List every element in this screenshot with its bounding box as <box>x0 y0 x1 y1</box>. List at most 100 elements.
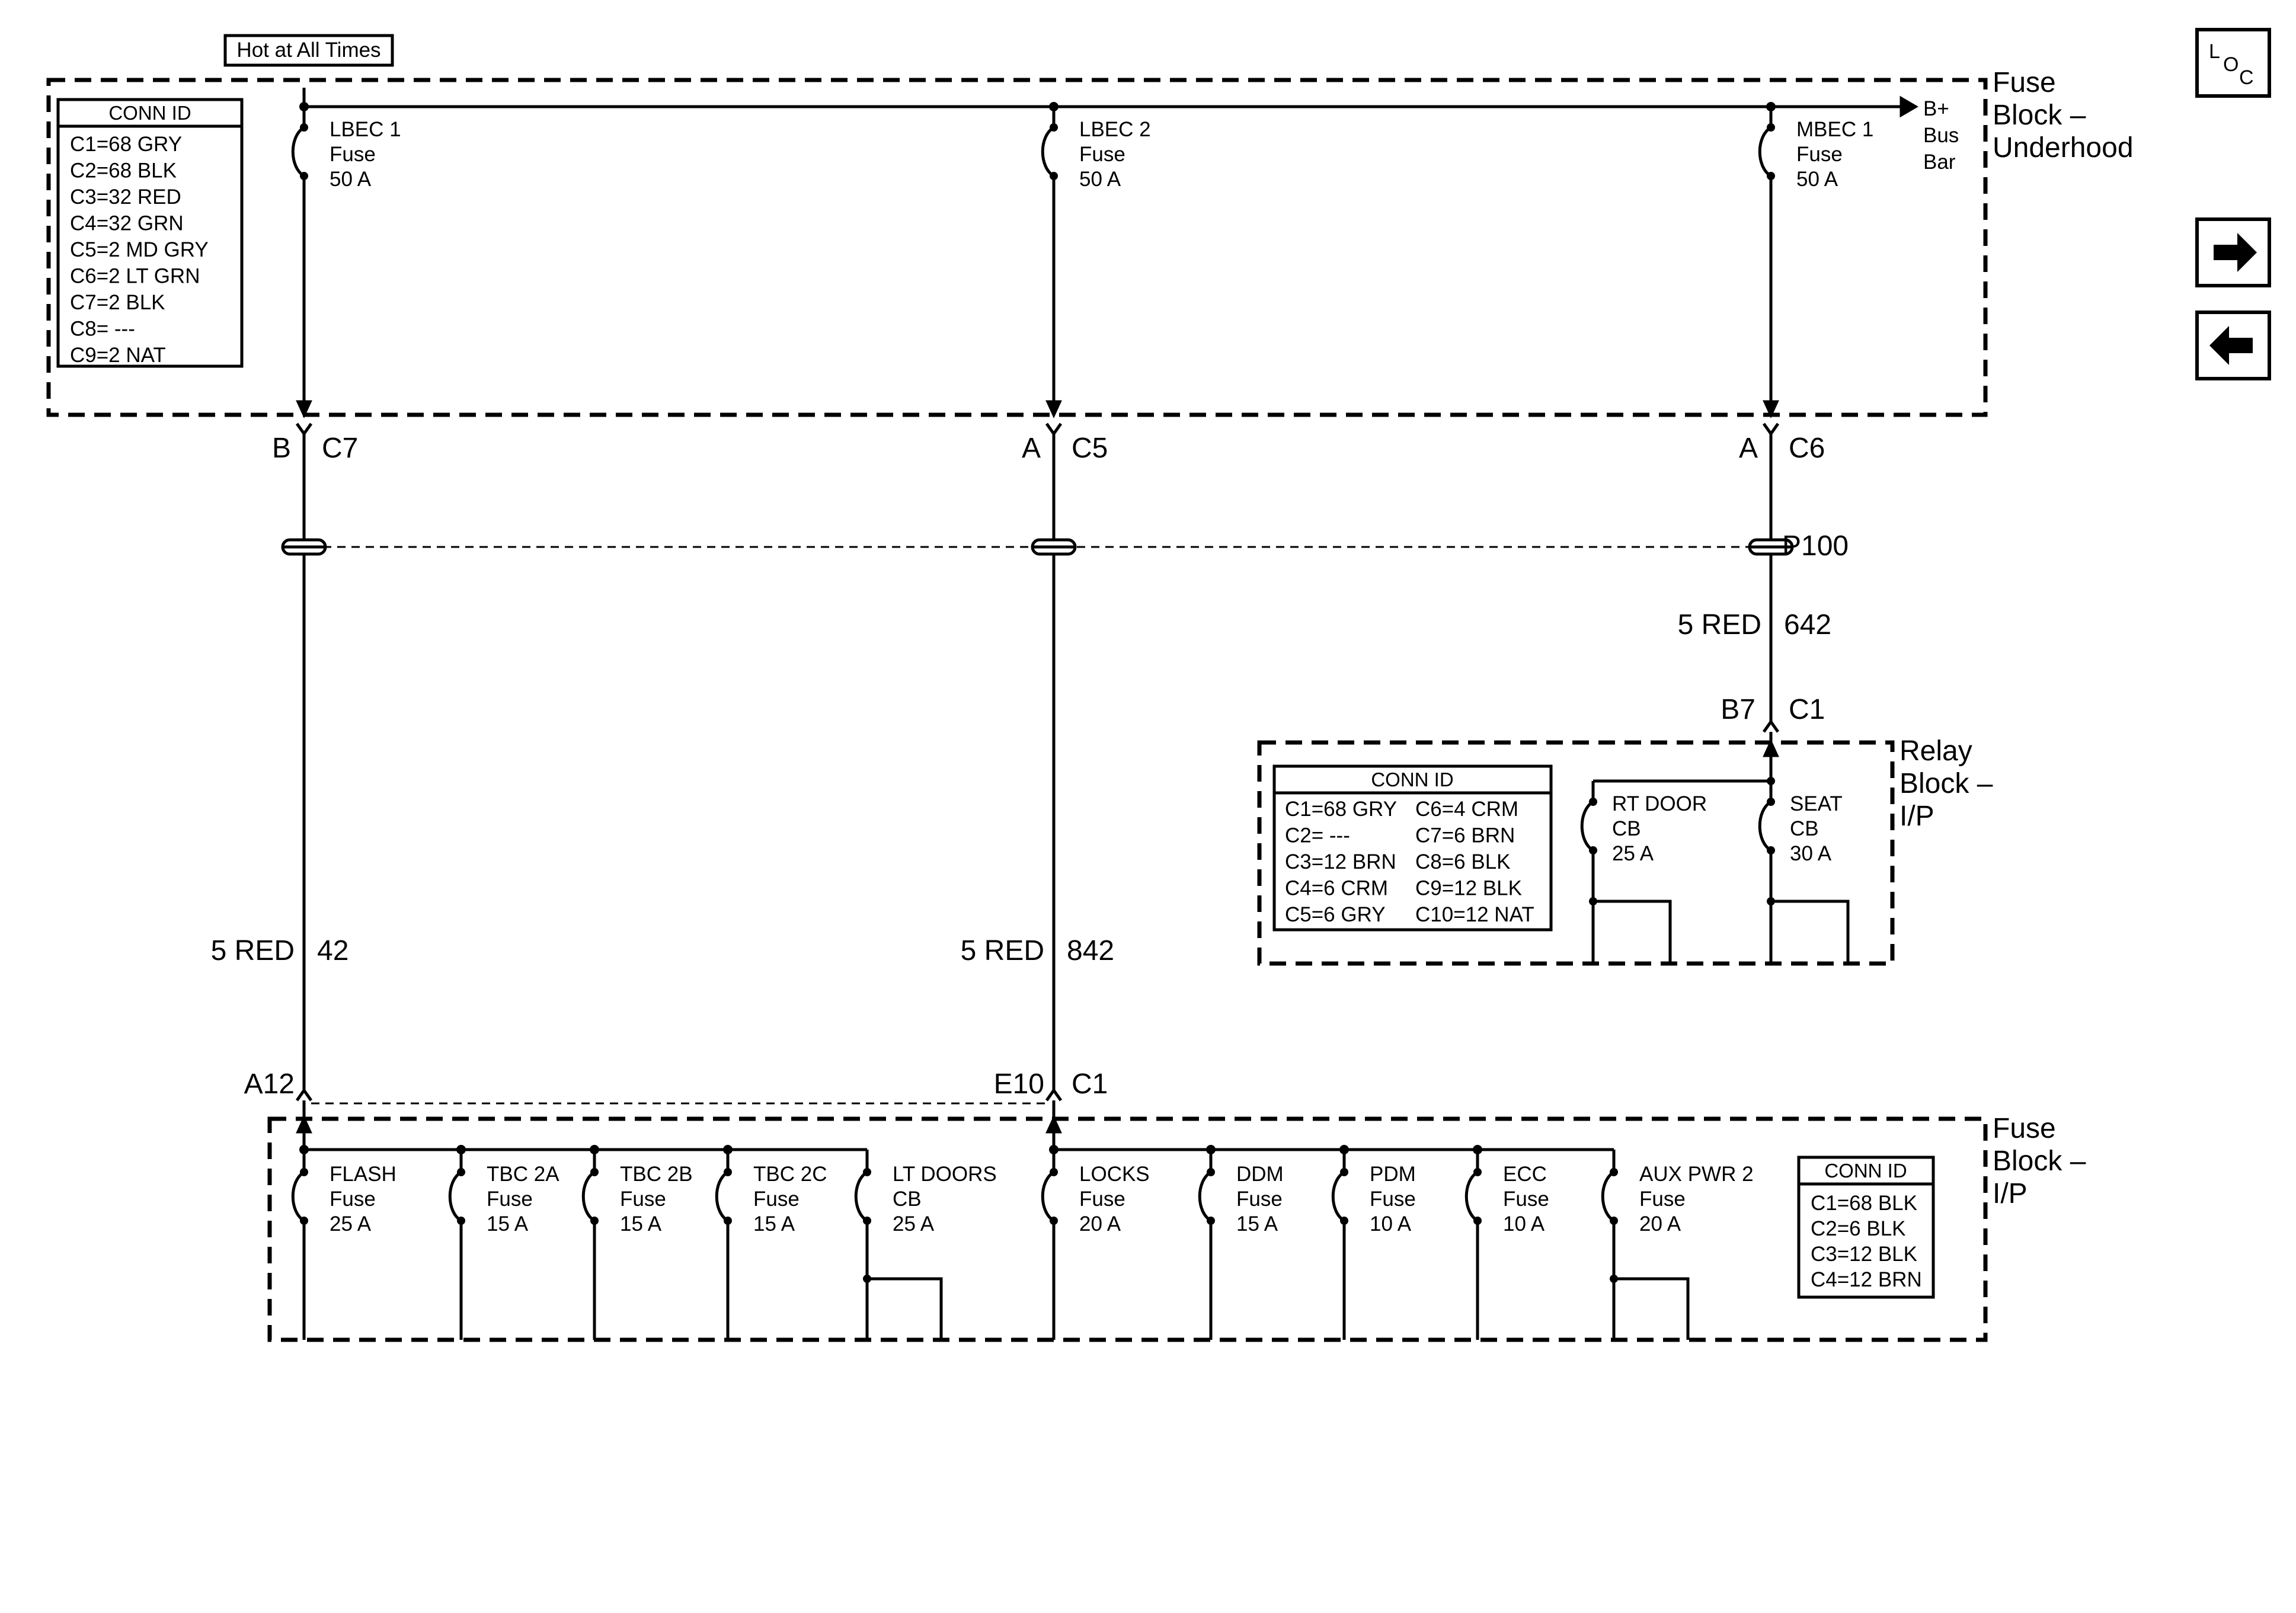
underhood-fuse-label: LBEC 2 <box>1079 118 1151 141</box>
relay-block-box <box>1257 740 1895 966</box>
relay-conn-id-row: C4=6 CRM <box>1285 877 1388 900</box>
bus-arrow-icon <box>1900 95 1918 118</box>
labels: Hot at All Times Fuse Block – Underhood … <box>108 39 2133 1209</box>
ip-fuse-label: Fuse <box>753 1188 800 1211</box>
ip-fuse-label: TBC 2C <box>753 1163 827 1186</box>
rt-door-cb-symbol <box>1580 800 1594 852</box>
ip-conn-id-box <box>1797 1156 1935 1299</box>
wire-42-color: 5 RED <box>211 935 295 966</box>
output-connector-label: C5 <box>1072 433 1108 464</box>
ip-fuse-label: Fuse <box>1639 1188 1686 1211</box>
connector-c5-symbol <box>1045 423 1063 437</box>
underhood-fuse-label: MBEC 1 <box>1796 118 1873 141</box>
ip-entry-e10-pin: E10 <box>994 1068 1044 1100</box>
ip-fuse-label: Fuse <box>1503 1188 1549 1211</box>
ip-fuse-label: Fuse <box>1236 1188 1283 1211</box>
loc-letter-l: L <box>2209 40 2220 63</box>
relay-conn-id-row: C9=12 BLK <box>1415 877 1522 900</box>
underhood-conn-id-row: C1=68 GRY <box>70 133 182 156</box>
relay-conn-id-row: C8=6 BLK <box>1415 850 1511 873</box>
relay-breaker-label: CB <box>1612 817 1641 840</box>
ip-fuse-label: LOCKS <box>1079 1163 1150 1186</box>
next-page-button[interactable] <box>2195 217 2271 287</box>
ip-fuse-label: 20 A <box>1639 1212 1681 1236</box>
relay-breaker-label: SEAT <box>1790 792 1843 815</box>
ip-connector-a12-symbol <box>295 1087 313 1102</box>
underhood-fuse-label: 50 A <box>330 168 372 191</box>
tbc2b-fuse-symbol <box>581 1170 596 1222</box>
loc-letter-c: C <box>2239 66 2254 89</box>
relay-breaker-label: RT DOOR <box>1612 792 1707 815</box>
ip-fuse-label: TBC 2A <box>487 1163 559 1186</box>
underhood-conn-id-row: C4=32 GRN <box>70 212 184 235</box>
ip-fuse-label: 10 A <box>1503 1212 1545 1236</box>
ip-fuse-label: Fuse <box>620 1188 666 1211</box>
output-pin-label: B <box>272 433 291 464</box>
location-button[interactable]: L O C <box>2195 28 2271 98</box>
tbc2a-fuse-symbol <box>448 1170 462 1222</box>
ip-fuse-label: Fuse <box>487 1188 533 1211</box>
ip-fuse-label: FLASH <box>330 1163 396 1186</box>
underhood-fuse-block-box <box>46 78 1988 417</box>
relay-conn-id-row: C6=4 CRM <box>1415 798 1518 821</box>
relay-breaker-label: 25 A <box>1612 842 1654 865</box>
previous-page-button[interactable] <box>2195 311 2271 380</box>
lt-doors-cb-symbol <box>854 1170 868 1222</box>
ip-title-line-3: I/P <box>1993 1178 2028 1209</box>
connector-c7-symbol <box>295 423 313 437</box>
underhood-conn-id-row: C6=2 LT GRN <box>70 265 200 288</box>
pdm-fuse-symbol <box>1331 1170 1345 1222</box>
ip-fuse-label: 25 A <box>330 1212 372 1236</box>
underhood-conn-id-row: C5=2 MD GRY <box>70 238 209 261</box>
ip-connector-e10-symbol <box>1045 1087 1063 1102</box>
underhood-fuse-label: 50 A <box>1079 168 1121 191</box>
ip-fuse-label: Fuse <box>1079 1188 1125 1211</box>
ddm-fuse-symbol <box>1198 1170 1212 1222</box>
ip-fuse-block-box <box>267 1116 1988 1342</box>
hot-at-all-times-box <box>223 34 394 67</box>
ip-fuse-label: ECC <box>1503 1163 1547 1186</box>
underhood-fuse-label: Fuse <box>1079 143 1125 166</box>
wire-842-color: 5 RED <box>961 935 1044 966</box>
ip-fuse-label: 15 A <box>1236 1212 1278 1236</box>
underhood-title-line-2: Block – <box>1993 100 2086 131</box>
seat-cb-symbol <box>1758 800 1772 852</box>
right-arrow-icon <box>2214 233 2257 272</box>
wire-842-circuit: 842 <box>1067 935 1114 966</box>
aux-pwr2-fuse-symbol <box>1601 1170 1615 1222</box>
relay-entry-connector: C1 <box>1789 694 1825 725</box>
ip-entry-a12-pin: A12 <box>244 1068 295 1100</box>
ip-fuse-label: Fuse <box>1370 1188 1416 1211</box>
ip-fuse-label: 25 A <box>893 1212 935 1236</box>
relay-breaker-label: CB <box>1790 817 1819 840</box>
output-pin-label: A <box>1022 433 1041 464</box>
hot-at-all-times-label: Hot at All Times <box>236 39 380 62</box>
ip-conn-id-title: CONN ID <box>1824 1160 1907 1182</box>
ip-conn-id-row: C3=12 BLK <box>1811 1243 1917 1266</box>
underhood-conn-id-row: C9=2 NAT <box>70 344 166 367</box>
ip-fuse-label: CB <box>893 1188 922 1211</box>
bus-label-2: Bus <box>1923 124 1959 147</box>
ip-conn-id-row: C1=68 BLK <box>1811 1192 1917 1215</box>
underhood-fuse-label: LBEC 1 <box>330 118 401 141</box>
connector-c6-symbol <box>1762 423 1780 437</box>
tbc2c-fuse-symbol <box>715 1170 729 1222</box>
ip-conn-id-row: C2=6 BLK <box>1811 1217 1906 1240</box>
underhood-fuse-label: Fuse <box>1796 143 1843 166</box>
bus-label-1: B+ <box>1923 97 1949 120</box>
output-pin-label: A <box>1739 433 1758 464</box>
relay-conn-id-row: C1=68 GRY <box>1285 798 1397 821</box>
locks-fuse-symbol <box>1041 1170 1055 1222</box>
relay-conn-id-title: CONN ID <box>1371 769 1453 791</box>
ip-fuse-label: 15 A <box>753 1212 795 1236</box>
underhood-fuse-label: 50 A <box>1796 168 1838 191</box>
ip-fuse-label: LT DOORS <box>893 1163 997 1186</box>
mbec1-fuse-symbol <box>1758 126 1772 178</box>
splice-label: P100 <box>1782 530 1849 562</box>
output-connector-label: C6 <box>1789 433 1825 464</box>
static-lines <box>46 34 1988 1342</box>
ip-title-line-1: Fuse <box>1993 1113 2056 1144</box>
ip-fuse-label: Fuse <box>330 1188 376 1211</box>
underhood-title-line-3: Underhood <box>1993 132 2134 164</box>
underhood-conn-id-box <box>56 98 244 368</box>
